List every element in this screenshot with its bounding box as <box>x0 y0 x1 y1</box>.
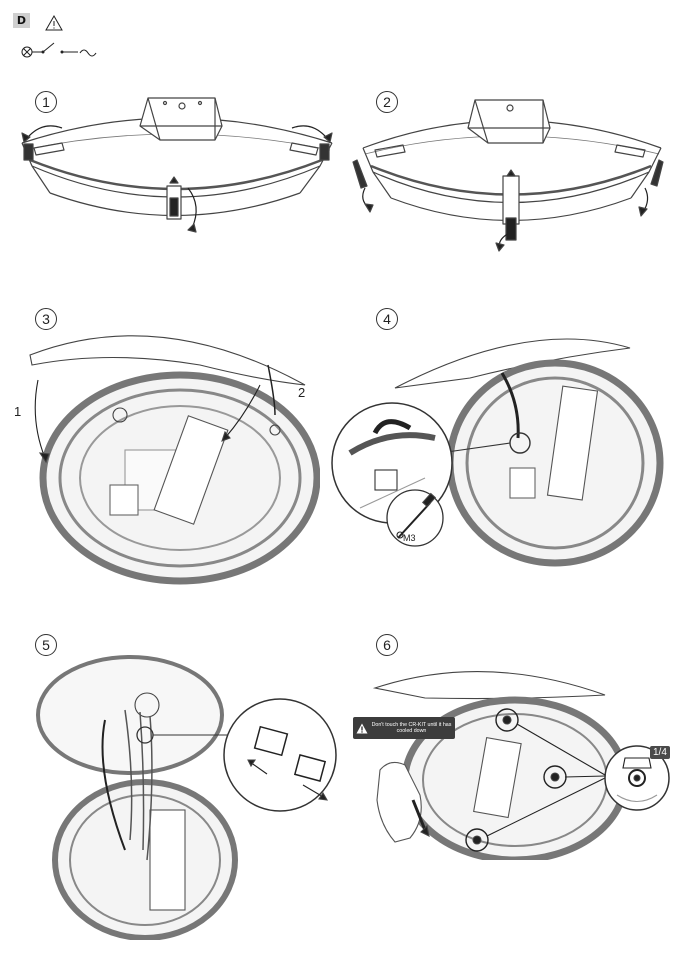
warning-triangle-icon <box>356 723 368 733</box>
quarter-turn-label: 1/4 <box>650 746 670 759</box>
step-2-number: 2 <box>376 91 398 113</box>
section-badge: D <box>13 13 30 28</box>
screw-size-label: M3 <box>403 533 416 543</box>
step-4-illustration <box>331 338 664 567</box>
step-3-number: 3 <box>35 308 57 330</box>
step-1-illustration <box>21 97 333 233</box>
step-5-number: 5 <box>35 634 57 656</box>
electrical-safety-header <box>21 15 97 58</box>
step-1-number: 1 <box>35 91 57 113</box>
step-4-number: 4 <box>376 308 398 330</box>
warning-text: Don't touch the CR-KIT until it has cool… <box>371 721 452 735</box>
step-5-illustration <box>36 655 337 940</box>
step-6-illustration <box>372 671 670 860</box>
switch-icon <box>32 42 78 54</box>
step-3-callout-1: 1 <box>14 404 22 419</box>
lamp-symbol-icon <box>21 46 33 58</box>
warning-triangle-icon <box>45 15 63 31</box>
hot-surface-warning-label: Don't touch the CR-KIT until it has cool… <box>353 717 455 739</box>
step-3-illustration <box>29 335 320 585</box>
step-3-callout-2: 2 <box>298 385 306 400</box>
step-6-number: 6 <box>376 634 398 656</box>
step-2-illustration <box>352 99 664 252</box>
ac-current-icon <box>79 49 97 57</box>
